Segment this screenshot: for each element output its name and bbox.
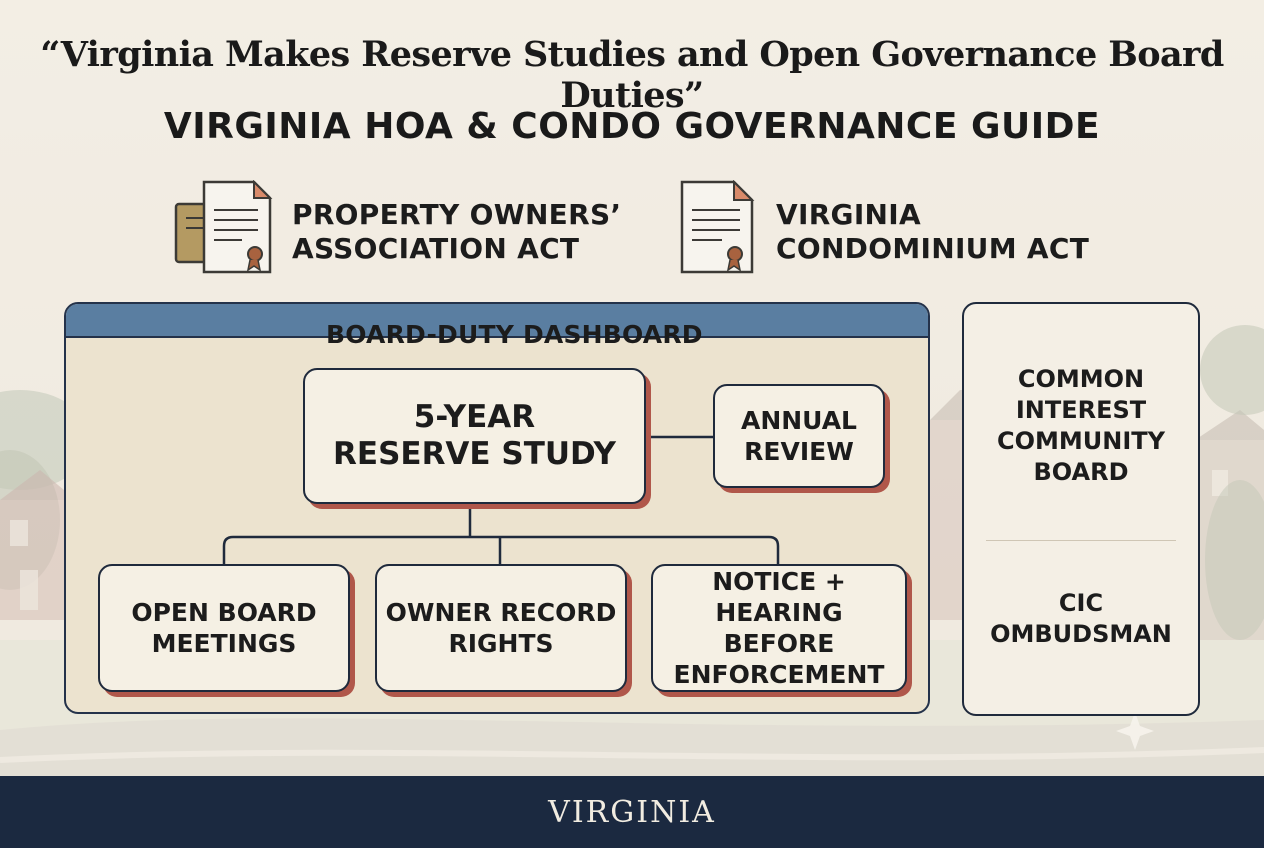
reserve-study-line: RESERVE STUDY (333, 436, 616, 472)
duty-line: MEETINGS (151, 629, 297, 658)
documents-icon (174, 180, 273, 274)
side-line: COMMON (1017, 365, 1145, 393)
condominium-act-label: VIRGINIA CONDOMINIUM ACT (776, 198, 1089, 266)
act-label-line: PROPERTY OWNERS’ (292, 198, 622, 231)
annual-review-line: ANNUAL (740, 406, 857, 435)
document-icon (680, 180, 755, 274)
community-board-label: COMMON INTEREST COMMUNITY BOARD (964, 364, 1198, 488)
footer-label: VIRGINIA (548, 794, 716, 830)
reserve-study-box: 5-YEAR RESERVE STUDY (303, 368, 646, 504)
side-line: BOARD (1033, 458, 1129, 486)
open-board-meetings-box: OPEN BOARD MEETINGS (98, 564, 350, 692)
annual-review-box: ANNUAL REVIEW (713, 384, 885, 488)
duty-line: OPEN BOARD (131, 598, 317, 627)
act-label-line: VIRGINIA (776, 198, 921, 231)
duty-line: RIGHTS (448, 629, 554, 658)
side-line: CIC (1058, 589, 1104, 617)
side-line: OMBUDSMAN (990, 620, 1172, 648)
act-label-line: CONDOMINIUM ACT (776, 232, 1090, 265)
duty-line: OWNER RECORD (385, 598, 617, 627)
side-panel: COMMON INTEREST COMMUNITY BOARD CIC OMBU… (962, 302, 1200, 716)
page-subtitle: VIRGINIA HOA & CONDO GOVERNANCE GUIDE (163, 106, 1101, 147)
duty-line: BEFORE (723, 629, 835, 658)
side-line: COMMUNITY (996, 427, 1166, 455)
ombudsman-label: CIC OMBUDSMAN (964, 588, 1198, 650)
act-label-line: ASSOCIATION ACT (292, 232, 580, 265)
owner-record-rights-box: OWNER RECORD RIGHTS (375, 564, 627, 692)
side-line: INTEREST (1015, 396, 1147, 424)
reserve-study-line: 5-YEAR (413, 399, 536, 435)
dashboard-title: BOARD-DUTY DASHBOARD (326, 320, 703, 349)
notice-hearing-box: NOTICE + HEARING BEFORE ENFORCEMENT (651, 564, 907, 692)
dashboard-header-bar (66, 304, 928, 338)
footer-banner: VIRGINIA (0, 776, 1264, 848)
annual-review-line: REVIEW (744, 437, 854, 466)
duty-line: ENFORCEMENT (673, 660, 885, 689)
side-divider (986, 540, 1176, 541)
duty-line: NOTICE + HEARING (712, 567, 846, 627)
property-owners-act-label: PROPERTY OWNERS’ ASSOCIATION ACT (292, 198, 621, 266)
page-title: “Virginia Makes Reserve Studies and Open… (40, 34, 1224, 116)
